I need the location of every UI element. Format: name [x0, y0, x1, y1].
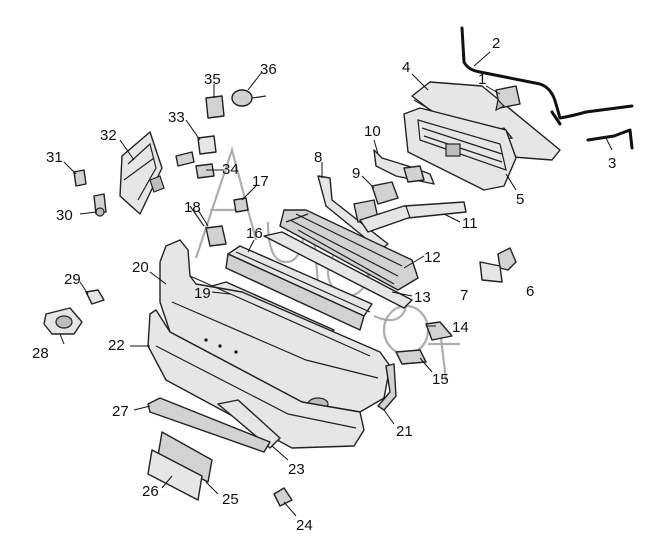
callout-7: 7 — [460, 287, 468, 304]
lower-rail-part-10 — [373, 149, 435, 185]
connector-part-31 — [73, 169, 87, 187]
license-bracket-part-25 — [157, 431, 213, 483]
callout-33: 33 — [168, 109, 185, 126]
callout-11: 11 — [462, 215, 478, 232]
callout-12: 12 — [424, 249, 441, 266]
mesh-grille-part-12 — [279, 209, 419, 291]
clip-part-17 — [233, 197, 249, 213]
bracket-part-33 — [175, 135, 217, 167]
absorber-part-13 — [263, 231, 413, 309]
callout-34: 34 — [222, 161, 239, 178]
impact-beam-part-16 — [225, 245, 373, 331]
leader-lines — [59, 51, 613, 517]
bracket-part-15 — [395, 349, 427, 365]
callout-14: 14 — [452, 319, 469, 336]
callout-4: 4 — [402, 59, 410, 76]
wiring-harness-part-2 — [460, 26, 634, 126]
callout-10: 10 — [364, 123, 381, 140]
callout-30: 30 — [56, 207, 73, 224]
plate-part-27 — [147, 397, 271, 453]
headlamp-part-32 — [119, 131, 165, 215]
callout-17: 17 — [252, 173, 269, 190]
callout-35: 35 — [204, 71, 221, 88]
callout-20: 20 — [132, 259, 149, 276]
callout-2: 2 — [492, 35, 500, 52]
bulb-holder-part-30 — [93, 193, 107, 217]
sensor-part-35 — [205, 95, 225, 119]
clip-part-24 — [273, 487, 293, 507]
callout-28: 28 — [32, 345, 49, 362]
sensor-part-36 — [231, 89, 267, 107]
sensor-part-34 — [195, 163, 215, 179]
reinforcement-part-14 — [425, 321, 453, 341]
callout-5: 5 — [516, 191, 524, 208]
callout-9: 9 — [352, 165, 360, 182]
callout-19: 19 — [194, 285, 211, 302]
strip-part-11 — [359, 201, 467, 233]
hook-part-7 — [479, 261, 503, 283]
fog-lamp-part-28 — [43, 307, 83, 335]
callout-27: 27 — [112, 403, 129, 420]
callout-3: 3 — [608, 155, 616, 172]
skid-plate-part-23 — [217, 399, 281, 449]
callout-24: 24 — [296, 517, 313, 534]
grille-part-5 — [403, 107, 517, 191]
callout-22: 22 — [108, 337, 125, 354]
callout-36: 36 — [260, 61, 277, 78]
clip-part-1 — [495, 85, 521, 112]
callout-6: 6 — [526, 283, 534, 300]
callout-18: 18 — [184, 199, 201, 216]
callout-8: 8 — [314, 149, 322, 166]
lower-spoiler-part-22 — [147, 309, 365, 449]
callout-16: 16 — [246, 225, 263, 242]
callout-23: 23 — [288, 461, 305, 478]
callout-13: 13 — [414, 289, 431, 306]
callout-1: 1 — [478, 71, 486, 88]
callout-32: 32 — [100, 127, 117, 144]
callout-26: 26 — [142, 483, 159, 500]
callout-21: 21 — [396, 423, 413, 440]
callout-29: 29 — [64, 271, 81, 288]
bracket-part-18 — [189, 205, 227, 247]
bulb-part-29 — [85, 289, 105, 305]
callout-labels: 1 2 3 4 5 6 7 8 9 10 11 12 13 14 15 16 1… — [32, 35, 616, 534]
callout-25: 25 — [222, 491, 239, 508]
license-plate-part-26 — [147, 449, 203, 501]
bumper-cover-part-20 — [159, 239, 391, 413]
bracket-part-3 — [586, 128, 634, 150]
callout-15: 15 — [432, 371, 449, 388]
callout-31: 31 — [46, 149, 63, 166]
